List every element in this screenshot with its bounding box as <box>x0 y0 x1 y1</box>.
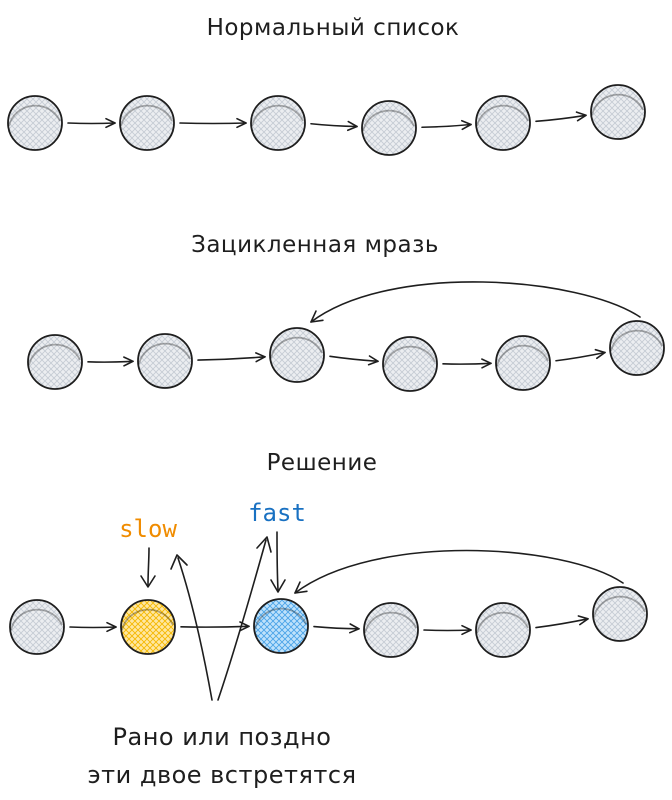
list-node <box>269 327 325 383</box>
next-arrow <box>423 624 472 636</box>
caption-arrow-to-slow <box>170 554 213 701</box>
list-node <box>27 334 83 390</box>
next-arrow <box>535 615 589 629</box>
list-node <box>7 95 63 151</box>
next-arrow <box>535 111 587 123</box>
list-node <box>382 336 438 392</box>
next-arrow <box>69 621 117 633</box>
next-arrow <box>197 352 266 363</box>
next-arrow <box>310 120 358 132</box>
section-title-solution: Решение <box>267 450 378 476</box>
list-node <box>361 100 417 156</box>
list-node <box>590 84 646 140</box>
section-title-normal: Нормальный список <box>207 15 460 41</box>
list-node <box>475 602 531 658</box>
caption-arrow-to-fast <box>217 536 272 701</box>
next-arrow <box>555 348 606 362</box>
caption-line-2: эти двое встретятся <box>87 761 356 789</box>
list-node <box>363 602 419 658</box>
list-node <box>9 599 65 655</box>
next-arrow <box>67 117 116 129</box>
list-node <box>609 320 665 376</box>
caption-line-1: Рано или поздно <box>113 723 332 751</box>
list-node <box>495 335 551 391</box>
cycle-back-arrow <box>294 549 624 594</box>
next-arrow <box>87 356 134 367</box>
next-arrow <box>442 358 492 369</box>
list-node <box>137 333 193 389</box>
slow-pointer-label: slow <box>119 515 177 543</box>
list-cyclic <box>27 281 665 392</box>
next-arrow <box>421 119 472 131</box>
next-arrow <box>179 117 247 129</box>
list-solution <box>9 549 648 658</box>
slow-pointer-arrow <box>140 547 156 588</box>
list-node <box>119 95 175 151</box>
next-arrow <box>180 621 250 632</box>
cycle-back-arrow <box>310 281 641 323</box>
list-normal <box>7 84 646 156</box>
section-title-cyclic: Зацикленная мразь <box>191 232 439 258</box>
list-node <box>592 586 648 642</box>
list-node <box>250 95 306 151</box>
next-arrow <box>313 623 360 634</box>
fast-pointer-arrow <box>270 531 286 593</box>
list-node-fast <box>253 598 309 654</box>
next-arrow <box>329 355 379 366</box>
fast-pointer-label: fast <box>248 499 306 527</box>
list-node-slow <box>120 599 176 655</box>
list-node <box>475 95 531 151</box>
